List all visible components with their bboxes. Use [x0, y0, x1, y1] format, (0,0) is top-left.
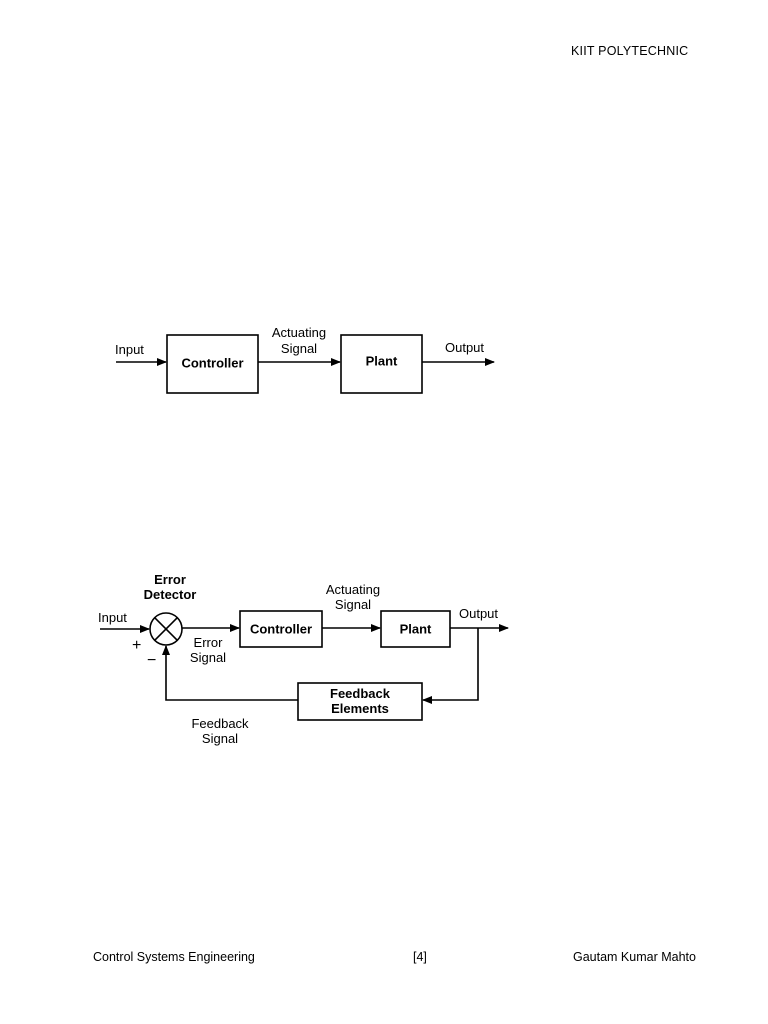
ol-plant-label: Plant: [366, 353, 398, 368]
ol-actuating-label-1: Actuating: [272, 325, 326, 340]
footer-author: Gautam Kumar Mahto: [573, 950, 696, 964]
cl-error-signal-label-1: Error: [194, 635, 224, 650]
cl-error-signal-label-2: Signal: [190, 650, 226, 665]
cl-error-detector-label-1: Error: [154, 572, 186, 587]
cl-controller-label: Controller: [250, 621, 312, 636]
cl-output-label: Output: [459, 606, 498, 621]
cl-plus-sign: +: [132, 637, 141, 654]
header-institution: KIIT POLYTECHNIC: [571, 44, 689, 58]
cl-actuating-label-2: Signal: [335, 597, 371, 612]
cl-feedback-path-in: [422, 628, 479, 704]
ol-plant-block: [340, 334, 423, 394]
closed-loop-diagram: Error Detector Input + − Error Signal Co…: [98, 572, 509, 746]
footer-course: Control Systems Engineering: [93, 950, 255, 964]
cl-feedback-block: [297, 682, 423, 721]
ol-controller-label: Controller: [181, 355, 243, 370]
cl-feedback-signal-label-2: Signal: [202, 731, 238, 746]
cl-error-detector-label-2: Detector: [144, 587, 197, 602]
cl-plant-block: [380, 610, 451, 648]
cl-feedback-signal-label-1: Feedback: [191, 716, 249, 731]
cl-input-label: Input: [98, 610, 127, 625]
cl-minus-sign: −: [147, 652, 156, 669]
ol-input-label: Input: [115, 342, 144, 357]
open-loop-diagram: Input Controller Actuating Signal Plant …: [115, 325, 495, 394]
cl-feedback-label-2: Elements: [331, 701, 389, 716]
ol-output-label: Output: [445, 340, 484, 355]
cl-feedback-path-out: [162, 645, 298, 701]
ol-actuating-label-2: Signal: [281, 341, 317, 356]
ol-controller-block: [166, 334, 259, 394]
cl-feedback-label-1: Feedback: [330, 686, 391, 701]
cl-plant-label: Plant: [400, 621, 432, 636]
cl-actuating-label-1: Actuating: [326, 582, 380, 597]
footer-page-number: [4]: [413, 950, 427, 964]
summing-junction: [149, 612, 183, 646]
cl-controller-block: [239, 610, 323, 648]
